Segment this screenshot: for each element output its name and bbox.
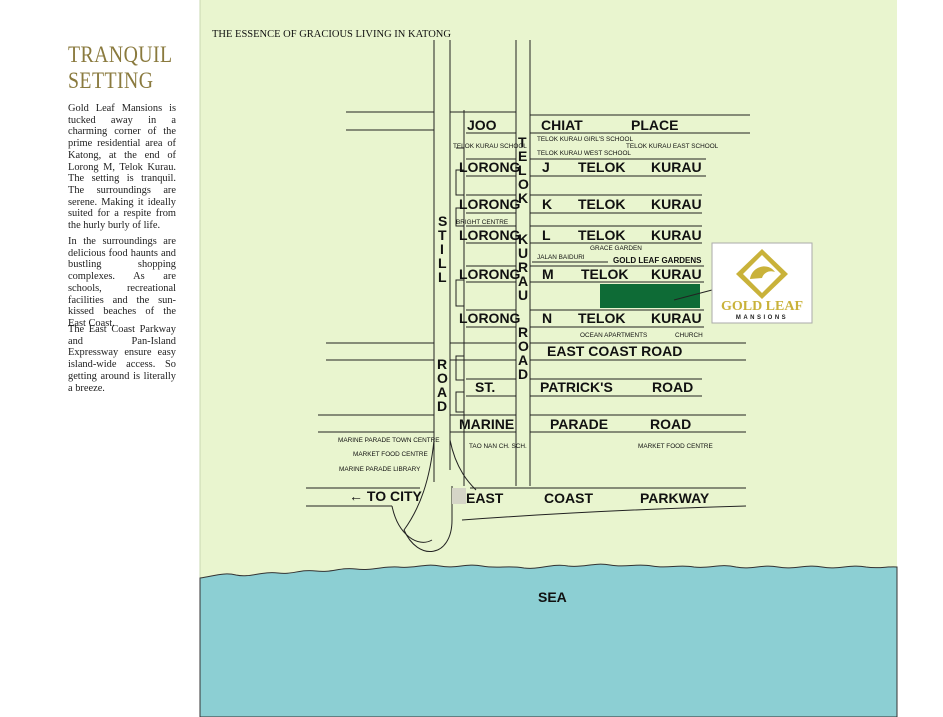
joo-chiat-south — [346, 129, 750, 134]
interchange-loop-inner — [391, 505, 433, 543]
church-label: CHURCH — [675, 332, 703, 339]
site-pointer — [673, 289, 713, 301]
lorong-m-label-2: M — [542, 266, 554, 282]
parkway-label-1: EAST — [466, 490, 504, 506]
parkway-label-3: PARKWAY — [640, 490, 710, 506]
logo-name: GOLD LEAF — [721, 299, 803, 314]
st-patricks-label-3: ROAD — [652, 379, 693, 395]
st-patricks-label-1: ST. — [475, 379, 495, 395]
lorong-j-label-4: KURAU — [651, 159, 702, 175]
still-letter-l2: L — [438, 269, 447, 285]
parkway-label-2: COAST — [544, 490, 593, 506]
grace-garden-label: GRACE GARDEN — [590, 245, 642, 252]
telok-letter-e: E — [518, 148, 527, 164]
still-road-letter-r: R — [437, 356, 447, 372]
lorong-j-label-1: LORONG — [459, 159, 521, 175]
heading-line-2: SETTING — [68, 68, 154, 93]
joo-chiat-label-1: JOO — [467, 117, 497, 133]
lorong-n-label-3: TELOK — [578, 310, 625, 326]
jalan-baiduri-label: JALAN BAIDURI — [537, 254, 585, 261]
telok-letter-l: L — [518, 162, 527, 178]
telok-kurau-school-label: TELOK KURAU SCHOOL — [453, 143, 527, 150]
to-city-label: ← TO CITY — [349, 488, 423, 504]
joo-chiat-label-3: PLACE — [631, 117, 678, 133]
interchange-block — [452, 488, 466, 504]
still-letter-i: I — [440, 241, 444, 257]
still-road-letter-o: O — [437, 370, 448, 386]
kurau-letter-a: A — [518, 273, 528, 289]
kurau-letter-u1: U — [518, 245, 528, 261]
lorong-l-label-4: KURAU — [651, 227, 702, 243]
intro-paragraph: Gold Leaf Mansions is tucked away in a c… — [68, 103, 176, 232]
surroundings-paragraph: In the surroundings are delicious food h… — [68, 236, 176, 329]
interchange-loop-outer — [403, 439, 453, 553]
ocean-apartments-label: OCEAN APARTMENTS — [580, 332, 647, 339]
gold-leaf-site — [600, 284, 700, 308]
joo-chiat-north — [346, 111, 750, 116]
block-outline-1 — [455, 147, 465, 196]
gold-leaf-gardens-label: GOLD LEAF GARDENS — [613, 256, 702, 265]
lorong-k-label-4: KURAU — [651, 196, 702, 212]
lorong-j-label-2: J — [542, 159, 550, 175]
marine-parade-label-3: ROAD — [650, 416, 691, 432]
still-letter-t: T — [438, 227, 447, 243]
lorong-n-label-4: KURAU — [651, 310, 702, 326]
kurau-road-letter-o: O — [518, 338, 529, 354]
telok-kurau-girls-school-label: TELOK KURAU GIRL'S SCHOOL — [537, 136, 633, 143]
lorong-k-label-1: LORONG — [459, 196, 521, 212]
marine-parade-label-1: MARINE — [459, 416, 514, 432]
marine-parade-label-2: PARADE — [550, 416, 608, 432]
telok-letter-k: K — [518, 190, 528, 206]
kurau-road-letter-d: D — [518, 366, 528, 382]
kurau-letter-k: K — [518, 231, 528, 247]
lorong-n-label-2: N — [542, 310, 552, 326]
lorong-m-label-4: KURAU — [651, 266, 702, 282]
market-food-centre-left-label: MARKET FOOD CENTRE — [353, 451, 428, 458]
logo-subtitle: MANSIONS — [736, 315, 788, 321]
marine-parade-library-label: MARINE PARADE LIBRARY — [339, 466, 421, 473]
lorong-l-label-1: LORONG — [459, 227, 521, 243]
telok-kurau-east-school-label: TELOK KURAU EAST SCHOOL — [626, 143, 719, 150]
lorong-k-label-2: K — [542, 196, 552, 212]
lorong-k-label-3: TELOK — [578, 196, 625, 212]
still-letter-l1: L — [438, 255, 447, 271]
heading-line-1: TRANQUIL — [68, 42, 173, 67]
bright-centre-label: BRIGHT CENTRE — [456, 219, 508, 226]
sidebar-heading: TRANQUIL SETTING — [68, 42, 173, 94]
still-letter-s: S — [438, 213, 447, 229]
kurau-letter-u2: U — [518, 287, 528, 303]
sea-label: SEA — [538, 589, 567, 605]
east-coast-road-label: EAST COAST ROAD — [547, 343, 682, 359]
market-food-centre-right-label: MARKET FOOD CENTRE — [638, 443, 713, 450]
still-road-letter-d: D — [437, 398, 447, 414]
leaf-icon — [750, 266, 775, 279]
joo-chiat-label-2: CHIAT — [541, 117, 583, 133]
parkway-south-east — [461, 505, 747, 521]
interchange-ramp — [449, 439, 477, 491]
st-patricks-label-2: PATRICK'S — [540, 379, 613, 395]
map-title: THE ESSENCE OF GRACIOUS LIVING IN KATONG — [212, 29, 451, 40]
tao-nan-school-label: TAO NAN CH. SCH. — [469, 443, 527, 450]
lorong-n-label-1: LORONG — [459, 310, 521, 326]
kurau-road-letter-a: A — [518, 352, 528, 368]
lorong-m-label-1: LORONG — [459, 266, 521, 282]
sea-area — [199, 563, 898, 717]
marine-parade-town-centre-label: MARINE PARADE TOWN CENTRE — [338, 437, 440, 444]
kurau-road-letter-r: R — [518, 324, 528, 340]
telok-letter-o: O — [518, 176, 529, 192]
lorong-l-label-2: L — [542, 227, 551, 243]
block-outline-2 — [455, 207, 465, 413]
telok-letter-t: T — [518, 134, 527, 150]
access-paragraph: The East Coast Parkway and Pan-Island Ex… — [68, 324, 176, 394]
sidebar: TRANQUIL SETTING Gold Leaf Mansions is t… — [0, 0, 200, 717]
lorong-m-label-3: TELOK — [581, 266, 628, 282]
kurau-letter-r: R — [518, 259, 528, 275]
lorong-l-label-3: TELOK — [578, 227, 625, 243]
lorong-j-label-3: TELOK — [578, 159, 625, 175]
still-road-letter-a: A — [437, 384, 447, 400]
telok-kurau-west-school-label: TELOK KURAU WEST SCHOOL — [537, 150, 631, 157]
road-network — [306, 40, 750, 553]
